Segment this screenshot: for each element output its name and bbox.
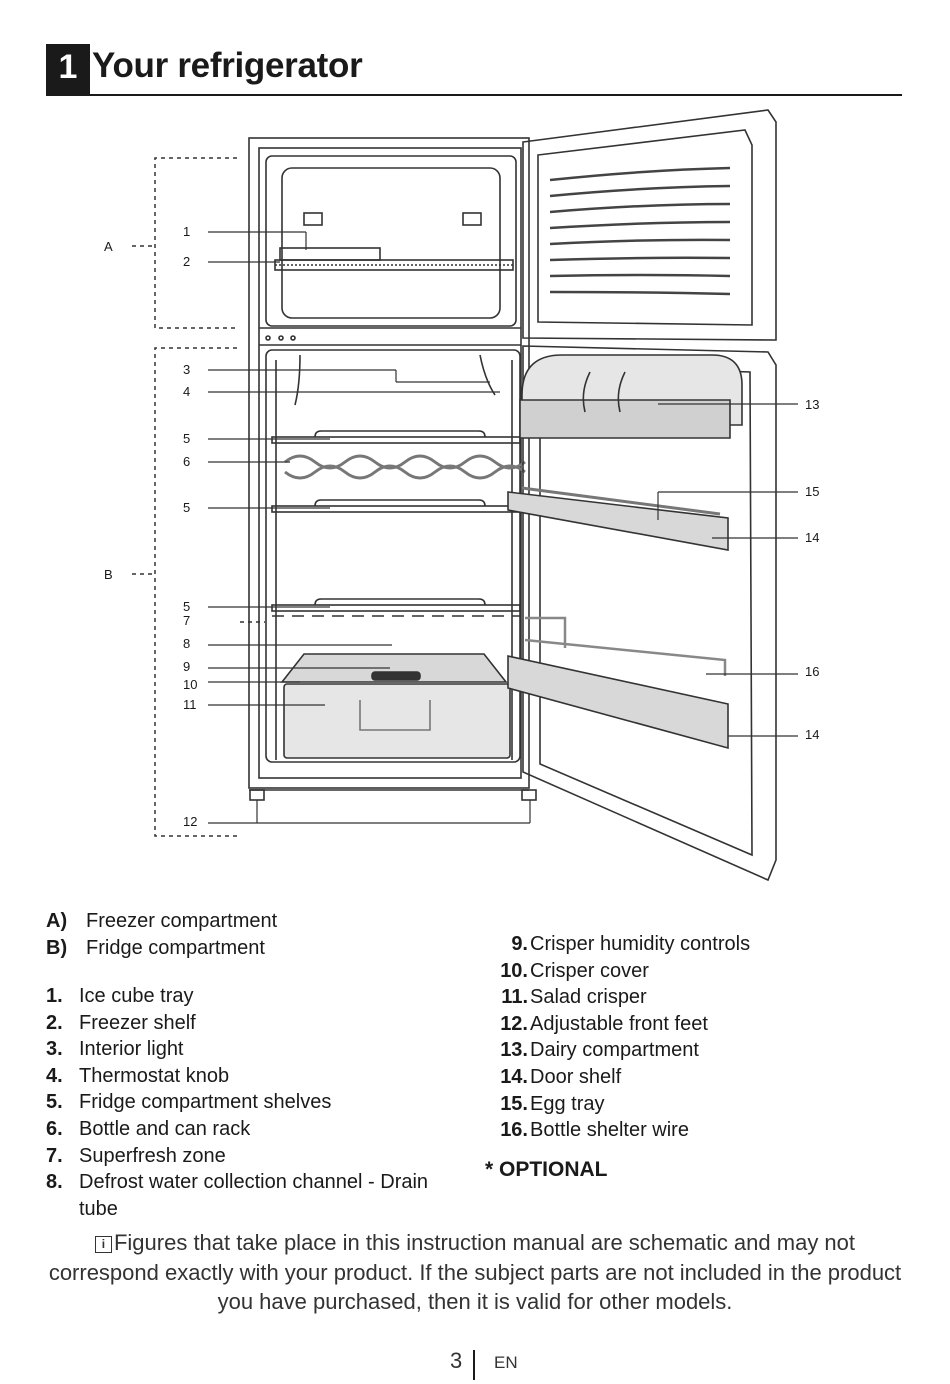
- cabinet-outline: [248, 137, 530, 789]
- page-number: 3: [450, 1348, 463, 1373]
- list-item: A) Freezer compartment: [46, 910, 278, 932]
- label-5b: 5: [183, 500, 190, 515]
- list-item: 16.Bottle shelter wire: [500, 1119, 689, 1142]
- language-code: EN: [494, 1353, 518, 1372]
- label-5a: 5: [183, 431, 190, 446]
- label-6: 6: [183, 454, 190, 469]
- label-2: 2: [183, 254, 190, 269]
- door-shelf-2: [507, 655, 729, 750]
- page-footer: 3 EN: [0, 1348, 950, 1380]
- parts-list-left: 1.Ice cube tray 2.Freezer shelf 3.Interi…: [46, 983, 428, 1222]
- list-item: 11.Salad crisper: [501, 986, 647, 1009]
- label-14b: 14: [805, 727, 819, 742]
- label-9: 9: [183, 659, 190, 674]
- list-item: 12.Adjustable front feet: [500, 1012, 708, 1035]
- list-item: 8.Defrost water collection channel - Dra…: [46, 1171, 429, 1194]
- freezer-shelf: [274, 259, 514, 271]
- compartment-legend: A) Freezer compartment B) Fridge compart…: [46, 908, 277, 961]
- list-item: 15.Egg tray: [500, 1092, 605, 1115]
- label-1: 1: [183, 224, 190, 239]
- label-a: A: [104, 239, 113, 254]
- label-4: 4: [183, 384, 190, 399]
- fridge-shelf-2: [271, 505, 521, 513]
- list-item: 14.Door shelf: [500, 1065, 622, 1088]
- list-item: 7.Superfresh zone: [46, 1144, 226, 1167]
- label-b: B: [104, 567, 113, 582]
- label-7: 7: [183, 613, 190, 628]
- section-header: 1 Your refrigerator: [46, 44, 902, 96]
- info-icon: i: [94, 1236, 112, 1253]
- label-14a: 14: [805, 530, 819, 545]
- fridge-door: [522, 345, 777, 882]
- optional-note: * OPTIONAL: [485, 1158, 608, 1181]
- freezer-door: [522, 109, 777, 341]
- label-8: 8: [183, 636, 190, 651]
- list-item-continuation: tube: [79, 1197, 118, 1220]
- fridge-shelf-3: [271, 604, 521, 612]
- label-5c: 5: [183, 599, 190, 614]
- footer-divider: [473, 1350, 475, 1380]
- label-10: 10: [183, 677, 197, 692]
- parts-list-right: 9.Crisper humidity controls 10.Crisper c…: [484, 931, 750, 1144]
- note-text: Figures that take place in this instruct…: [48, 1230, 902, 1314]
- label-12: 12: [183, 814, 197, 829]
- salad-crisper: [283, 683, 511, 759]
- list-item: 1.Ice cube tray: [46, 985, 194, 1007]
- crisper-cover: [280, 653, 508, 683]
- list-item: 2.Freezer shelf: [46, 1011, 196, 1034]
- refrigerator-diagram: A B 1 2 3 4 5 6 5 5 7 8 9 10 11 12 13 15…: [104, 109, 819, 882]
- label-16: 16: [805, 664, 819, 679]
- label-13: 13: [805, 397, 819, 412]
- list-item: 5.Fridge compartment shelves: [46, 1091, 332, 1114]
- label-3: 3: [183, 362, 190, 377]
- list-item: 10.Crisper cover: [500, 959, 649, 982]
- bottle-rack: [284, 454, 526, 470]
- list-item: 4.Thermostat knob: [46, 1064, 230, 1087]
- ice-tray: [279, 247, 381, 261]
- page-title: Your refrigerator: [92, 46, 363, 85]
- list-item: 6.Bottle and can rack: [46, 1117, 251, 1140]
- list-item: 3.Interior light: [46, 1038, 184, 1061]
- label-11: 11: [183, 697, 197, 712]
- section-number: 1: [46, 44, 90, 94]
- fridge-shelf-1: [271, 436, 521, 444]
- door-shelf-1: [507, 491, 729, 551]
- label-15: 15: [805, 484, 819, 499]
- list-item: B) Fridge compartment: [46, 936, 265, 959]
- bottle-wire: [524, 616, 727, 676]
- list-item: 13.Dairy compartment: [500, 1039, 699, 1062]
- list-item: 9.Crisper humidity controls: [511, 933, 751, 955]
